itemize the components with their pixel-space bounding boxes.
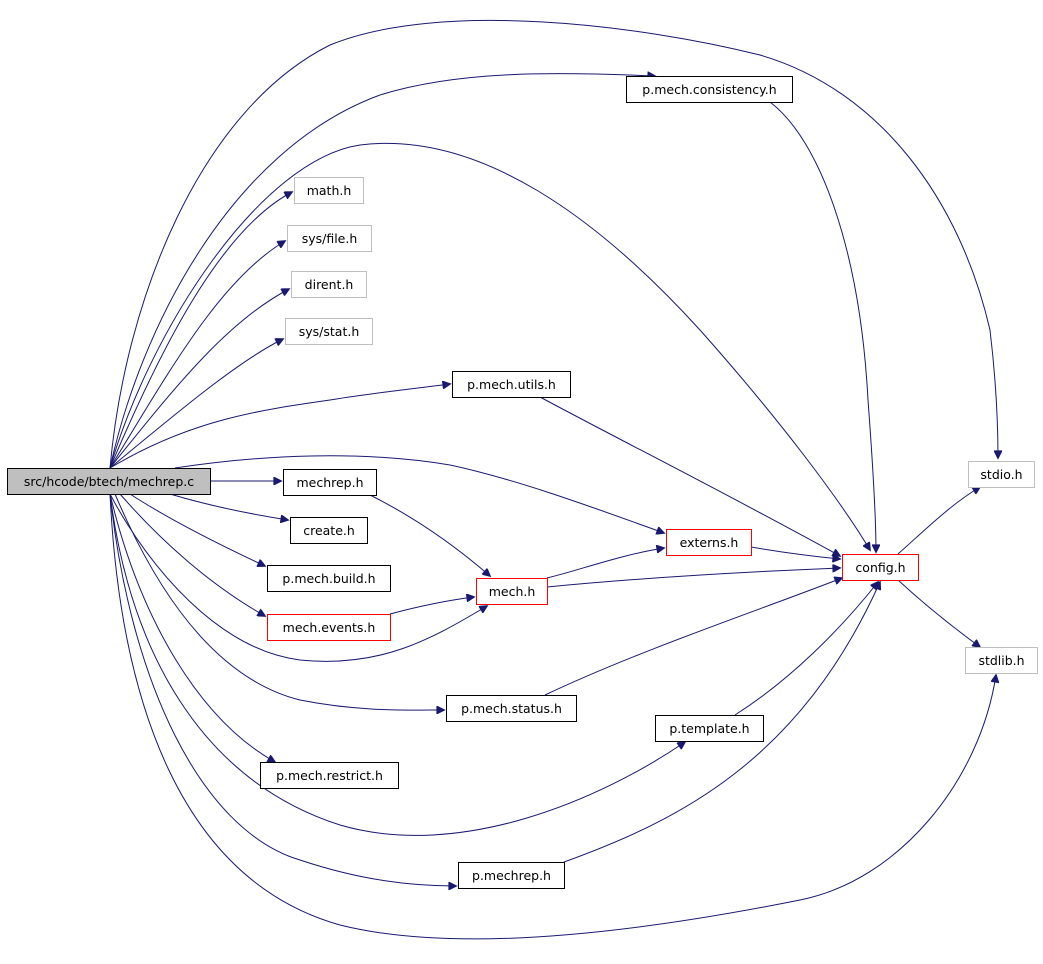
node-label: dirent.h [305,277,354,292]
edge-consistency-to-config [769,101,876,552]
node-label: math.h [307,183,352,198]
node-label: sys/stat.h [299,324,360,339]
edge-events-to-mech [389,597,474,615]
edge-root-to-stdlib [109,493,996,940]
edge-root-to-create [169,493,288,520]
edge-root-to-externs [174,455,664,533]
edge-externs-to-config [750,546,840,559]
node-root[interactable]: src/hcode/btech/mechrep.c [7,468,211,495]
edge-root-to-build [129,493,265,566]
edge-root-to-utils [109,384,450,469]
node-box [446,695,577,722]
node-box [294,177,364,204]
node-box [267,565,391,592]
node-restrict[interactable]: p.mech.restrict.h [260,762,399,789]
node-sysfile[interactable]: sys/file.h [287,225,372,252]
node-utils[interactable]: p.mech.utils.h [452,371,571,398]
edge-root-to-events [119,493,265,616]
node-label: mech.events.h [283,620,376,635]
node-label: mechrep.h [296,475,363,490]
node-box [267,614,391,641]
nodes-layer: src/hcode/btech/mechrep.c p.mech.consiste… [7,76,1038,889]
node-label: p.mechrep.h [472,868,551,883]
node-box [7,468,211,495]
edge-root-to-sysfile [109,241,285,469]
node-label: p.mech.utils.h [467,377,556,392]
node-box [290,517,368,544]
node-box [626,76,793,103]
edges-layer [109,19,998,940]
edge-template-to-config [734,582,878,716]
node-box [287,225,372,252]
node-label: stdlib.h [978,653,1024,668]
edge-root-to-math [109,192,292,469]
node-template[interactable]: p.template.h [655,715,764,742]
node-label: mech.h [489,584,536,599]
edge-root-to-stdio [109,19,998,469]
node-box [655,715,764,742]
edge-config-to-stdlib [897,579,980,647]
node-box [842,554,919,581]
node-box [283,469,377,496]
node-build[interactable]: p.mech.build.h [267,565,391,592]
edge-mech-to-externs [546,548,664,579]
node-box [476,578,548,605]
edge-utils-to-config [539,396,840,556]
node-label: p.mech.restrict.h [276,768,383,783]
node-events[interactable]: mech.events.h [267,614,391,641]
node-config[interactable]: config.h [842,554,919,581]
node-label: p.template.h [669,721,749,736]
edge-root-to-pmechrep [109,493,456,886]
node-externs[interactable]: externs.h [666,529,752,556]
edge-root-to-status [114,493,444,710]
node-box [291,271,367,298]
node-label: config.h [855,560,905,575]
node-box [968,461,1035,488]
node-label: sys/file.h [302,231,358,246]
node-label: p.mech.build.h [282,571,375,586]
edge-config-to-stdio [897,487,980,555]
edge-root-to-dirent [109,289,289,469]
node-mechrep_h[interactable]: mechrep.h [283,469,377,496]
node-label: p.mech.consistency.h [642,82,776,97]
node-stdlib[interactable]: stdlib.h [965,647,1038,674]
node-create[interactable]: create.h [290,517,368,544]
edge-root-to-restrict [109,493,275,762]
edge-status-to-config [544,578,842,696]
node-label: create.h [303,523,355,538]
edge-mech-to-config [546,568,840,588]
node-label: externs.h [680,535,739,550]
node-math[interactable]: math.h [294,177,364,204]
edge-root-to-config [109,142,870,550]
node-stdio[interactable]: stdio.h [968,461,1035,488]
node-label: src/hcode/btech/mechrep.c [24,474,194,489]
node-consistency[interactable]: p.mech.consistency.h [626,76,793,103]
node-box [452,371,571,398]
node-box [285,318,373,345]
node-label: p.mech.status.h [461,701,562,716]
node-box [666,529,752,556]
node-box [965,647,1038,674]
node-label: stdio.h [980,467,1022,482]
edge-root-to-consistency [109,74,655,469]
node-mech[interactable]: mech.h [476,578,548,605]
node-box [458,862,565,889]
node-status[interactable]: p.mech.status.h [446,695,577,722]
node-box [260,762,399,789]
edge-root-to-template [109,493,685,836]
edge-mechrep_h-to-mech [369,494,490,576]
edge-pmechrep-to-config [563,582,880,863]
edge-root-to-sysstat [109,339,283,469]
edge-root-to-mech [109,493,487,662]
node-dirent[interactable]: dirent.h [291,271,367,298]
node-sysstat[interactable]: sys/stat.h [285,318,373,345]
node-pmechrep[interactable]: p.mechrep.h [458,862,565,889]
